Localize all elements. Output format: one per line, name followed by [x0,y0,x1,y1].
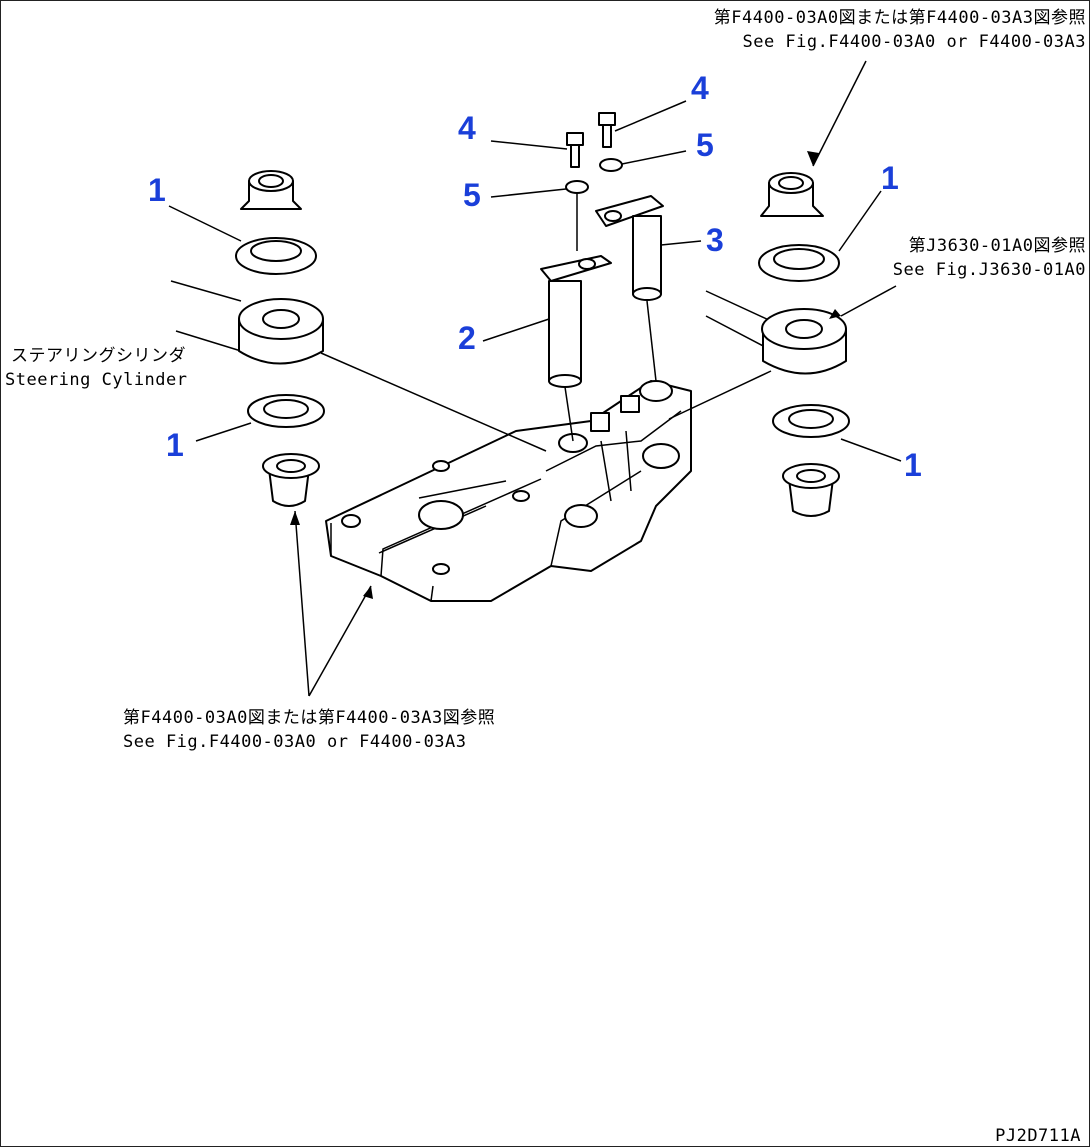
callout-4-right: 4 [691,70,709,106]
arrowheads [290,151,841,599]
washer-left [565,180,589,194]
callout-1-top-left: 1 [148,172,166,208]
callout-1-bottom-left: 1 [166,427,184,463]
pin-3 [595,195,664,301]
callout-1-top-right: 1 [881,160,899,196]
steering-cylinder-jp: ステアリングシリンダ [11,346,186,366]
bolt-right [598,112,616,148]
pin-2 [540,255,612,388]
ref-mid-right-en: See Fig.J3630-01A0 [893,260,1086,280]
ref-top-right-jp: 第F4400-03A0図または第F4400-03A3図参照 [714,8,1086,28]
ref-bottom-en: See Fig.F4400-03A0 or F4400-03A3 [123,732,467,752]
washer-right [599,158,623,172]
callout-2: 2 [458,320,476,356]
callout-4-left: 4 [458,110,476,146]
left-cylinder-assembly [170,170,325,507]
callout-1-bottom-right: 1 [904,447,922,483]
ref-top-right-en: See Fig.F4400-03A0 or F4400-03A3 [742,32,1086,52]
callout-3: 3 [706,222,724,258]
leader-lines [168,60,902,697]
ref-mid-right-jp: 第J3630-01A0図参照 [909,236,1086,256]
ref-bottom-jp: 第F4400-03A0図または第F4400-03A3図参照 [123,708,495,728]
callout-5-left: 5 [463,177,481,213]
assembly-lines [320,193,772,452]
callout-5-right: 5 [696,127,714,163]
right-cylinder-assembly [705,172,850,517]
main-bracket [325,380,692,602]
bolt-left [566,132,584,168]
steering-cylinder-en: Steering Cylinder [5,370,188,390]
drawing-code: PJ2D711A [995,1126,1081,1146]
